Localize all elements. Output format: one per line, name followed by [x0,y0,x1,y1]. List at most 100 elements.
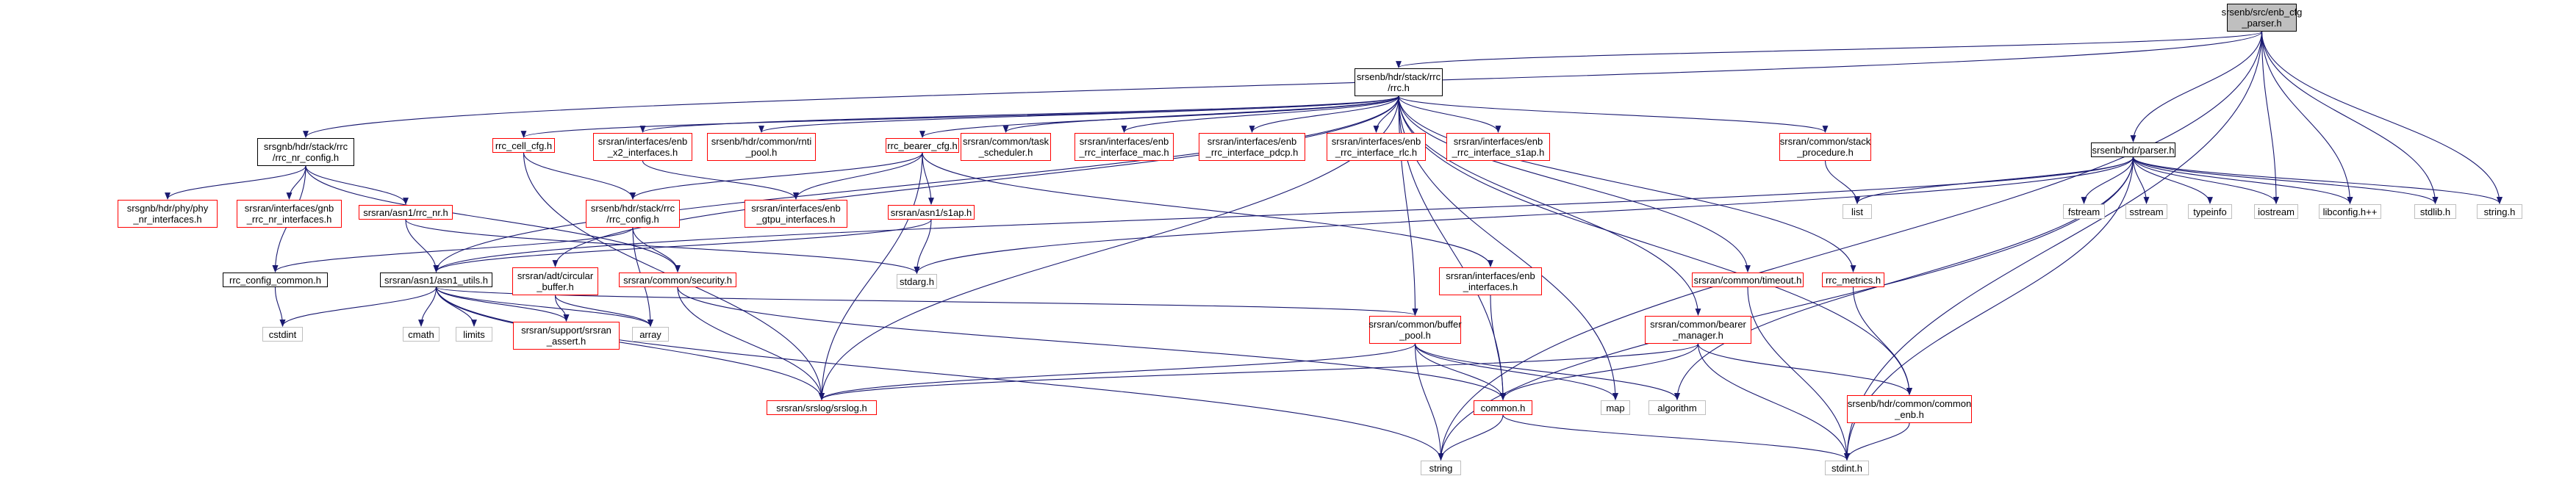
edge-parser-h-to-iostream [2132,156,2279,204]
edge-bearer-manager-to-srslog [819,343,1699,400]
edge-rrc-h-to-rrc-mac [1121,95,1399,133]
edge-asn1-utils-to-string [435,286,1444,461]
edge-rrc-h-to-circular-buffer [552,95,1399,267]
edge-root-to-rrc-nr-config [303,31,2263,138]
node-libconfig: libconfig.h++ [2319,204,2381,219]
edge-rrc-h-to-enb-x2 [639,95,1399,133]
node-gnb-rrc-nr[interactable]: srsran/interfaces/gnb _rrc_nr_interfaces… [237,200,342,228]
node-rrc-mac[interactable]: srsran/interfaces/enb _rrc_interface_mac… [1074,133,1174,161]
node-stdarg: stdarg.h [897,274,937,289]
edge-rrc-h-to-task-scheduler [1002,95,1399,133]
node-typeinfo: typeinfo [2188,204,2232,219]
edge-rrc-h-to-buffer-pool [1398,95,1418,316]
edge-parser-h-to-string [1438,156,2134,461]
edge-rrc-h-to-rrc-pdcp [1249,95,1399,133]
edge-timeout-to-stdint [1747,286,1850,461]
node-rrc-cell-cfg[interactable]: rrc_cell_cfg.h [492,138,555,153]
node-timeout[interactable]: srsran/common/timeout.h [1692,273,1804,287]
edge-parser-h-to-fstream [2081,156,2134,204]
edge-root-to-iostream [2261,31,2279,204]
node-enb-x2[interactable]: srsran/interfaces/enb _x2_interfaces.h [593,133,692,161]
node-asn1-s1ap[interactable]: srsran/asn1/s1ap.h [888,205,975,220]
edge-common-h-to-stdint [1502,414,1850,461]
node-asn1-utils[interactable]: srsran/asn1/asn1_utils.h [380,273,492,287]
node-common-h[interactable]: common.h [1474,400,1532,415]
edge-asn1-utils-to-cstdint [279,286,437,327]
node-asn1-rrc-nr[interactable]: srsran/asn1/rrc_nr.h [359,205,453,220]
edge-root-to-stdlib [2261,31,2439,204]
edge-stack-procedure-to-list [1824,160,1860,204]
node-stack-procedure[interactable]: srsran/common/stack _procedure.h [1779,133,1871,161]
node-sstream: sstream [2125,204,2167,219]
node-fstream: fstream [2063,204,2105,219]
edge-buffer-pool-to-map [1414,343,1618,400]
node-common-enb[interactable]: srsenb/hdr/common/common _enb.h [1847,395,1972,423]
edge-circular-buffer-to-srsran-assert [554,295,570,322]
edge-rrc-h-to-rrc-cell-cfg [520,95,1399,138]
node-cmath: cmath [403,327,440,342]
edge-rrc-h-to-common-enb [1398,95,1912,395]
edge-parser-h-to-libconfig [2132,156,2353,204]
edge-asn1-utils-to-srslog [435,286,825,400]
edge-rrc-nr-config-to-gnb-rrc-nr [286,165,306,200]
edge-rrc-bearer-cfg-to-enb-interfaces [922,152,1493,267]
node-buffer-pool[interactable]: srsran/common/buffer _pool.h [1368,316,1462,344]
edge-root-to-string [1438,31,2263,461]
edge-asn1-utils-to-cmath [418,286,437,327]
node-algorithm: algorithm [1648,400,1706,415]
node-rrc-config[interactable]: srsenb/hdr/stack/rrc /rrc_config.h [586,200,680,228]
node-phy-nr[interactable]: srsgnb/hdr/phy/phy _nr_interfaces.h [118,200,218,228]
edge-parser-h-to-sstream [2132,156,2150,204]
node-circular-buffer[interactable]: srsran/adt/circular _buffer.h [512,267,598,295]
edge-buffer-pool-to-common-h [1414,343,1506,400]
edge-rrc-config-to-rrc-config-common [272,227,634,273]
edge-parser-h-to-string-h [2132,156,2503,204]
node-rrc-s1ap[interactable]: srsran/interfaces/enb _rrc_interface_s1a… [1446,133,1550,161]
edge-common-enb-to-stdint [1844,422,1910,461]
node-task-scheduler[interactable]: srsran/common/task _scheduler.h [961,133,1051,161]
node-enb-gtpu[interactable]: srsran/interfaces/enb _gtpu_interfaces.h [745,200,847,228]
edge-rrc-nr-config-to-security [305,165,681,273]
node-root[interactable]: srsenb/src/enb_cfg _parser.h [2222,4,2302,32]
edge-parser-h-to-stdarg [914,156,2134,274]
node-rrc-rlc[interactable]: srsran/interfaces/enb _rrc_interface_rlc… [1327,133,1426,161]
node-rrc-pdcp[interactable]: srsran/interfaces/enb _rrc_interface_pdc… [1199,133,1305,161]
edge-bearer-manager-to-common-enb [1697,343,1912,395]
edge-buffer-pool-to-algorithm [1414,343,1680,400]
node-rrc-bearer-cfg[interactable]: rrc_bearer_cfg.h [886,138,959,153]
edge-rrc-h-to-stack-procedure [1398,95,1829,133]
node-rrc-nr-config[interactable]: srsgnb/hdr/stack/rrc /rrc_nr_config.h [257,138,354,166]
node-rnti-pool[interactable]: srsenb/hdr/common/rnti _pool.h [707,133,816,161]
edge-enb-x2-to-enb-gtpu [642,160,799,200]
node-rrc-config-common[interactable]: rrc_config_common.h [223,273,328,287]
node-stdint: stdint.h [1825,461,1869,475]
node-cstdint: cstdint [262,327,303,342]
edge-rrc-h-to-asn1-utils [433,95,1399,273]
edge-parser-h-to-typeinfo [2132,156,2213,204]
node-rrc-metrics[interactable]: rrc_metrics.h [1822,273,1884,287]
edge-layer [165,31,2503,461]
edge-rrc-cell-cfg-to-rrc-config [523,152,636,200]
edge-circular-buffer-to-array [554,295,653,327]
edge-root-to-libconfig [2261,31,2353,204]
edge-bearer-manager-to-stdint [1697,343,1850,461]
edge-parser-h-to-stdlib [2132,156,2439,204]
node-bearer-manager[interactable]: srsran/common/bearer _manager.h [1645,316,1751,344]
edge-rrc-h-to-rnti-pool [758,95,1399,133]
node-srsran-assert[interactable]: srsran/support/srsran _assert.h [513,322,620,350]
node-string: string [1421,461,1461,475]
node-stdlib: stdlib.h [2414,204,2456,219]
edge-root-to-string-h [2261,31,2503,204]
node-parser-h[interactable]: srsenb/hdr/parser.h [2091,143,2175,157]
edge-security-to-srslog [677,286,825,400]
node-enb-interfaces[interactable]: srsran/interfaces/enb _interfaces.h [1439,267,1542,295]
edge-root-to-parser-h [2130,31,2263,143]
node-limits: limits [456,327,492,342]
edge-security-to-common-h [677,286,1506,400]
edge-asn1-utils-to-limits [435,286,477,327]
node-rrc-h[interactable]: srsenb/hdr/stack/rrc /rrc.h [1355,68,1443,96]
node-srslog[interactable]: srsran/srslog/srslog.h [767,400,877,415]
edge-rrc-metrics-to-common-enb [1852,286,1912,395]
node-security[interactable]: srsran/common/security.h [619,273,736,287]
edge-parser-h-to-list [1854,156,2134,204]
